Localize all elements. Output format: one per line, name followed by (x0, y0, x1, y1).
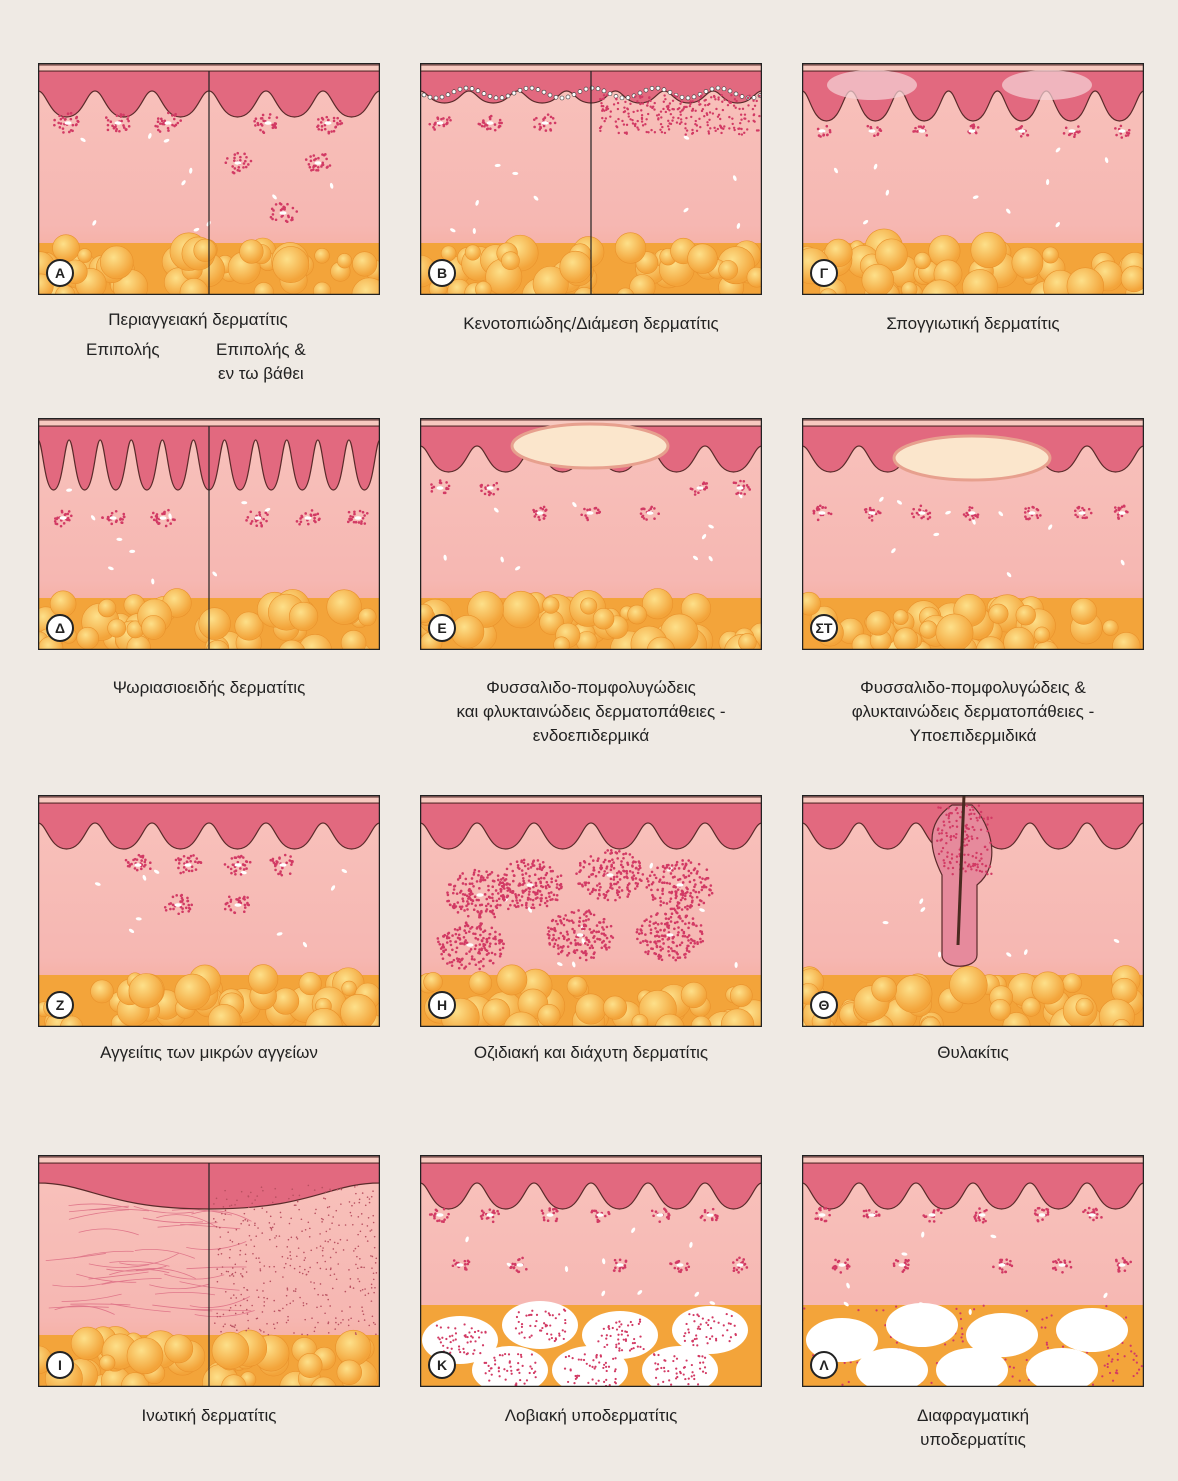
panel-H: Η (420, 795, 762, 1027)
panel-illustration (420, 795, 762, 1027)
caption-line: Ψωριασιοειδής δερματίτις (19, 676, 399, 700)
panel-letter-badge: Θ (810, 991, 838, 1019)
caption-L: Διαφραγματική υποδερματίτις (783, 1404, 1163, 1452)
panel-illustration (420, 418, 762, 650)
panel-Z: Ζ (38, 795, 380, 1027)
panel-illustration (802, 795, 1144, 1027)
caption-line: Σπογγιωτική δερματίτις (783, 312, 1163, 336)
caption-K: Λοβιακή υποδερματίτις (401, 1404, 781, 1428)
panel-B: Β (420, 63, 762, 295)
caption-E: Φυσσαλιδο-πομφολυγώδεις και φλυκταινώδει… (401, 676, 781, 748)
panel-letter-badge: Γ (810, 259, 838, 287)
panel-illustration (420, 63, 762, 295)
panel-A: Α (38, 63, 380, 295)
caption-line: Φυσσαλιδο-πομφολυγώδεις & (783, 676, 1163, 700)
caption-G: Σπογγιωτική δερματίτις (783, 312, 1163, 336)
panel-letter-badge: Ε (428, 614, 456, 642)
caption-line: Διαφραγματική (783, 1404, 1163, 1428)
panel-illustration (38, 418, 380, 650)
caption-line: Φυσσαλιδο-πομφολυγώδεις (401, 676, 781, 700)
panel-illustration (802, 63, 1144, 295)
panel-letter-badge: Ζ (46, 991, 74, 1019)
caption-A-left: Επιπολής (86, 338, 160, 362)
caption-ST: Φυσσαλιδο-πομφολυγώδεις & φλυκταινώδεις … (783, 676, 1163, 748)
caption-D: Ψωριασιοειδής δερματίτις (19, 676, 399, 700)
panel-illustration (420, 1155, 762, 1387)
panel-letter-badge: ΣΤ (810, 614, 838, 642)
panel-illustration (802, 1155, 1144, 1387)
panel-letter-badge: Ι (46, 1351, 74, 1379)
panel-letter-badge: Κ (428, 1351, 456, 1379)
panel-illustration (38, 795, 380, 1027)
panel-K: Κ (420, 1155, 762, 1387)
panel-ST: ΣΤ (802, 418, 1144, 650)
caption-line: Ινωτική δερματίτις (19, 1404, 399, 1428)
caption-H: Οζιδιακή και διάχυτη δερματίτις (401, 1041, 781, 1065)
panel-G: Γ (802, 63, 1144, 295)
panel-illustration (38, 1155, 380, 1387)
caption-line: Θυλακίτις (783, 1041, 1163, 1065)
caption-line: και φλυκταινώδεις δερματοπάθειες - (401, 700, 781, 724)
caption-line: Οζιδιακή και διάχυτη δερματίτις (401, 1041, 781, 1065)
caption-line: Λοβιακή υποδερματίτις (401, 1404, 781, 1428)
caption-B: Κενοτοπιώδης/Διάμεση δερματίτις (401, 312, 781, 336)
caption-A: Περιαγγειακή δερματίτις (8, 308, 388, 332)
panel-letter-badge: Η (428, 991, 456, 1019)
caption-line: Περιαγγειακή δερματίτις (8, 308, 388, 332)
caption-line: φλυκταινώδεις δερματοπάθειες - (783, 700, 1163, 724)
panel-letter-badge: Β (428, 259, 456, 287)
caption-A-right: Επιπολής & εν τω βάθει (216, 338, 306, 386)
panel-letter-badge: Α (46, 259, 74, 287)
caption-line: Αγγειίτις των μικρών αγγείων (19, 1041, 399, 1065)
panel-letter-badge: Δ (46, 614, 74, 642)
caption-line: Υποεπιδερμιδικά (783, 724, 1163, 748)
caption-line: ενδοεπιδερμικά (401, 724, 781, 748)
caption-Z: Αγγειίτις των μικρών αγγείων (19, 1041, 399, 1065)
panel-TH: Θ (802, 795, 1144, 1027)
panel-D: Δ (38, 418, 380, 650)
panel-illustration (802, 418, 1144, 650)
panel-letter-badge: Λ (810, 1351, 838, 1379)
caption-line: Κενοτοπιώδης/Διάμεση δερματίτις (401, 312, 781, 336)
caption-line: υποδερματίτις (783, 1428, 1163, 1452)
panel-E: Ε (420, 418, 762, 650)
caption-line: Επιπολής (86, 338, 160, 362)
panel-L: Λ (802, 1155, 1144, 1387)
caption-TH: Θυλακίτις (783, 1041, 1163, 1065)
caption-line: εν τω βάθει (216, 362, 306, 386)
caption-line: Επιπολής & (216, 338, 306, 362)
panel-I: Ι (38, 1155, 380, 1387)
panel-illustration (38, 63, 380, 295)
caption-I: Ινωτική δερματίτις (19, 1404, 399, 1428)
